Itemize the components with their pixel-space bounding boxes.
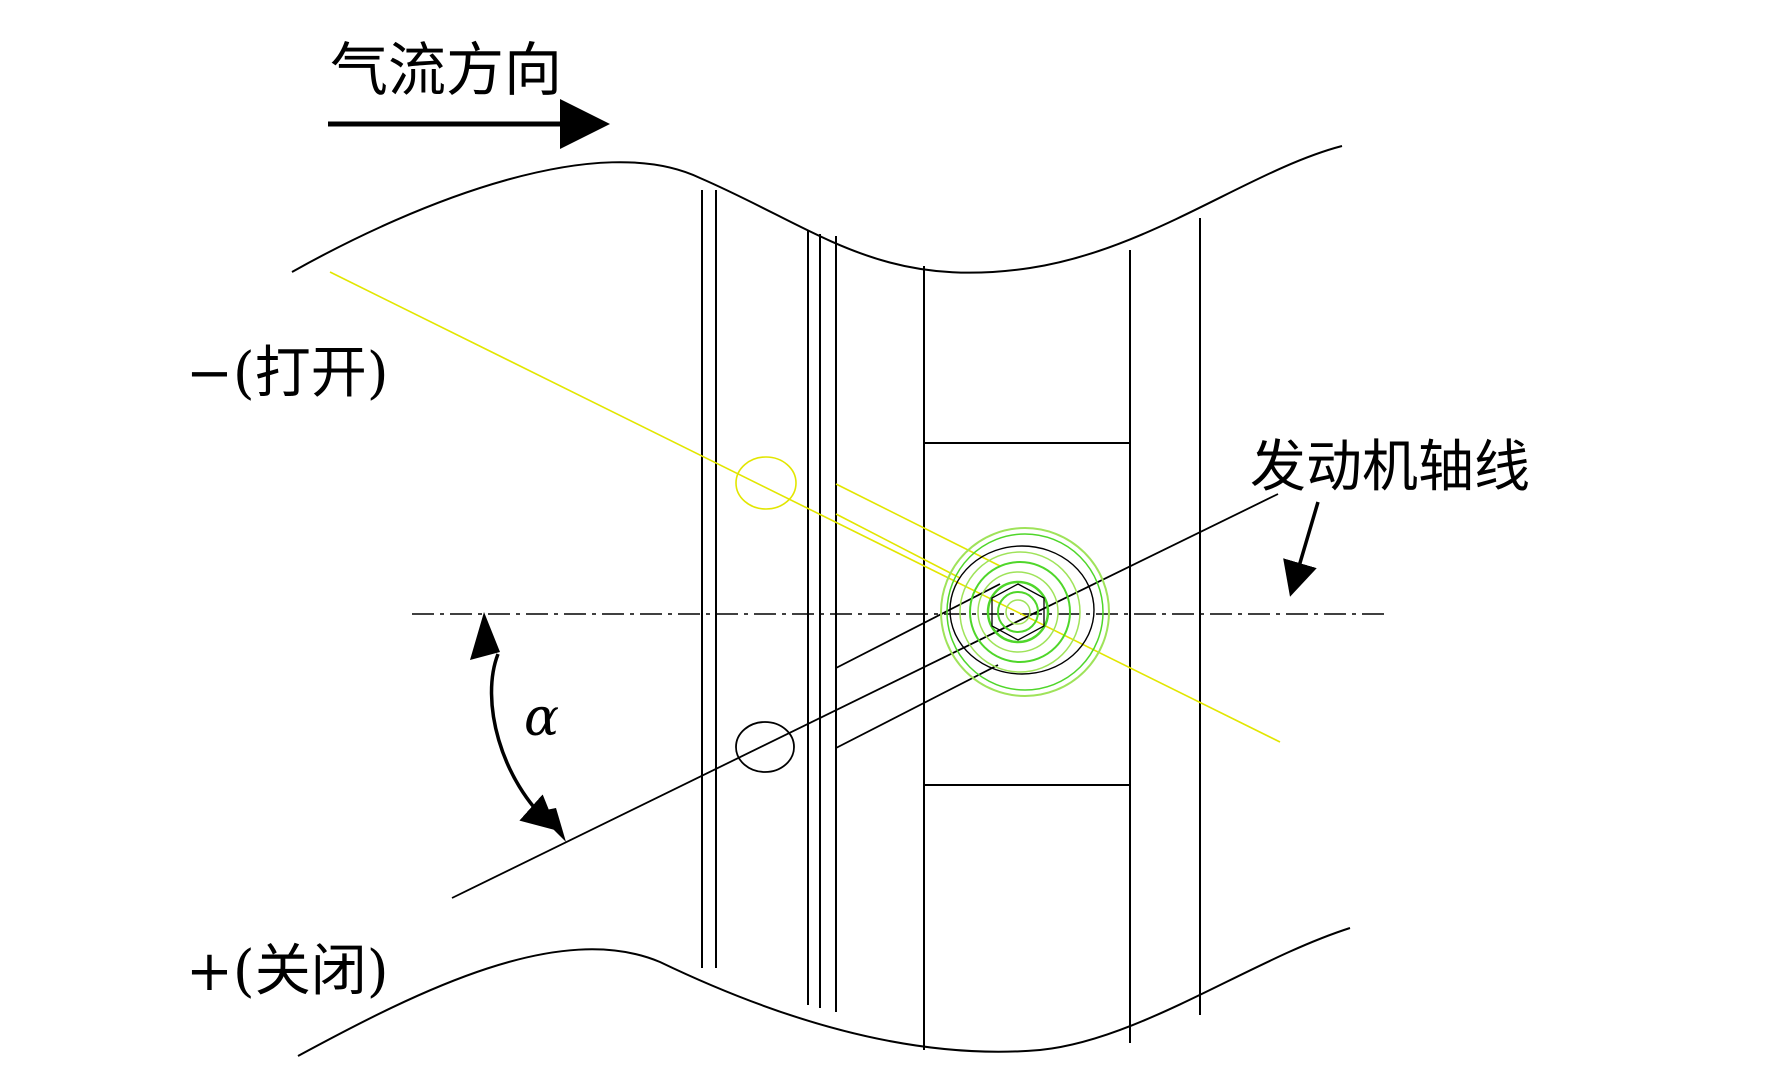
- alpha-arrow-bottom-icon: [536, 808, 566, 842]
- duct-lower-wall: [297, 927, 1351, 1057]
- duct-upper-wall: [291, 145, 1343, 274]
- alpha-label: α: [524, 688, 559, 748]
- airflow-label: 气流方向: [330, 36, 562, 104]
- casing-lines: [701, 190, 1201, 1050]
- alpha-angle-arc: [489, 653, 558, 831]
- engine-axis-label: 发动机轴线: [1250, 435, 1530, 500]
- open-label: −(打开): [186, 341, 389, 406]
- open-position-lines: [329, 271, 1281, 743]
- engine-axis-pointer-arrow: [1283, 501, 1320, 597]
- alpha-arrow-top-icon: [470, 612, 500, 660]
- close-label: +(关闭): [186, 939, 389, 1004]
- pivot-rings: [940, 527, 1110, 697]
- vane-position-lines: [451, 493, 1279, 899]
